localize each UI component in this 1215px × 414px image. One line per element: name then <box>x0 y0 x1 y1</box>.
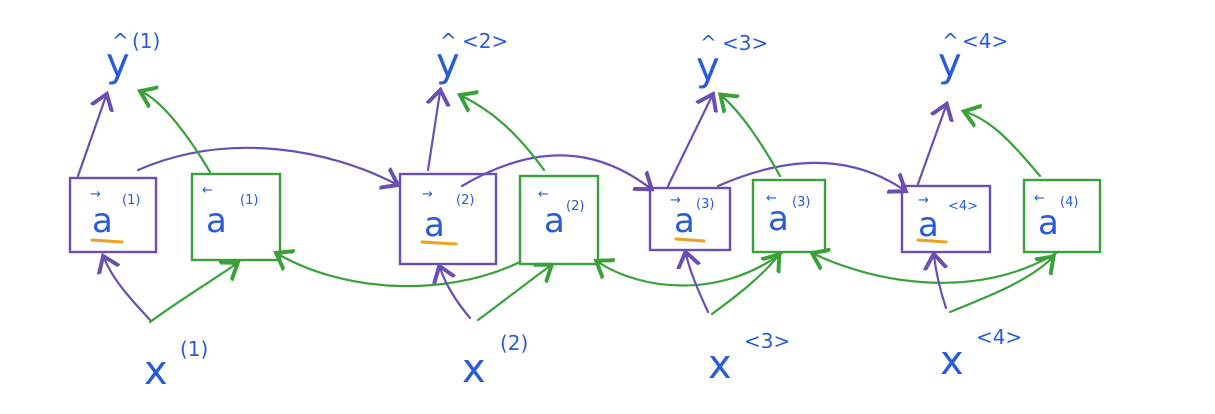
forward-link-1-2 <box>136 146 396 184</box>
input-to-backward-2 <box>476 266 550 322</box>
output-label-3: ^ y <3> <box>696 31 768 90</box>
forward-cell-3-label: → a (3) <box>670 193 714 241</box>
input-letter: x <box>940 338 964 384</box>
backward-to-output-4 <box>966 112 1042 178</box>
forward-to-output-4 <box>916 106 946 186</box>
forward-cell-1-label: → a (1) <box>90 187 140 241</box>
backward-letter: a <box>1038 203 1059 243</box>
forward-letter: a <box>424 205 445 245</box>
input-index: <4> <box>976 325 1022 349</box>
backward-index: (2) <box>566 199 584 214</box>
backward-cell-4-label: ← a (4) <box>1034 191 1078 243</box>
forward-index: (1) <box>122 193 140 208</box>
highlight-underline-2 <box>420 240 458 246</box>
input-index: <3> <box>744 329 790 353</box>
highlight-underline-3 <box>674 237 706 243</box>
output-letter: y <box>938 40 962 86</box>
output-index: <2> <box>462 29 508 53</box>
output-hat: ^ <box>700 31 717 55</box>
forward-to-output-1 <box>76 96 106 178</box>
input-to-forward-4 <box>934 256 946 310</box>
backward-cell-3-box <box>751 178 827 254</box>
forward-link-3-4 <box>716 161 904 190</box>
backward-index: (4) <box>1060 195 1078 210</box>
output-index: <3> <box>722 31 768 55</box>
output-letter: y <box>696 44 720 90</box>
backward-letter: a <box>768 199 789 239</box>
backward-cell-1-label: ← a (1) <box>202 183 258 241</box>
output-label-4: ^ y <4> <box>938 29 1008 86</box>
input-index: (1) <box>180 337 208 361</box>
input-label-4: x <4> <box>940 325 1022 384</box>
forward-arrow: → <box>422 187 433 202</box>
forward-link-2-3 <box>460 154 650 188</box>
output-hat: ^ <box>942 29 959 53</box>
input-label-2: x (2) <box>462 331 528 392</box>
output-index: <4> <box>962 29 1008 53</box>
input-to-backward-4 <box>948 258 1052 314</box>
backward-link-4-3 <box>814 252 1060 284</box>
backward-index: (1) <box>240 193 258 208</box>
forward-letter: a <box>674 201 695 241</box>
output-letter: y <box>106 40 130 86</box>
backward-cell-3-label: ← a (3) <box>766 191 810 239</box>
backward-cell-2-label: ← a (2) <box>538 187 584 241</box>
backward-arrow: ← <box>1034 191 1045 206</box>
input-label-3: x <3> <box>708 329 790 388</box>
input-to-forward-3 <box>686 254 710 314</box>
forward-cell-2-label: → a (2) <box>422 187 474 245</box>
input-letter: x <box>462 346 486 392</box>
forward-arrow: → <box>670 193 681 208</box>
forward-arrow: → <box>90 187 101 202</box>
forward-to-output-3 <box>666 96 712 188</box>
backward-to-output-2 <box>462 96 546 172</box>
highlight-underline-4 <box>916 238 948 244</box>
forward-to-output-2 <box>428 92 440 172</box>
forward-cell-4-label: → a <4> <box>918 193 978 245</box>
input-to-forward-2 <box>440 268 472 320</box>
highlight-underline-1 <box>90 238 124 244</box>
forward-index: (3) <box>696 197 714 212</box>
input-to-backward-1 <box>148 264 236 324</box>
output-label-1: ^ y (1) <box>106 29 160 86</box>
forward-cell-1-box <box>68 176 158 254</box>
backward-link-3-2 <box>598 250 785 287</box>
forward-letter: a <box>918 205 939 245</box>
backward-arrow: ← <box>202 183 213 198</box>
input-to-backward-3 <box>710 256 778 316</box>
backward-index: (3) <box>792 195 810 210</box>
backward-arrow: ← <box>766 191 777 206</box>
forward-letter: a <box>92 201 113 241</box>
input-letter: x <box>708 342 732 388</box>
input-to-forward-1 <box>104 258 152 322</box>
backward-link-2-1 <box>278 254 522 288</box>
backward-cell-4-box <box>1022 178 1102 254</box>
backward-to-output-1 <box>142 92 212 174</box>
backward-to-output-3 <box>722 96 782 178</box>
output-label-2: ^ y <2> <box>436 29 508 86</box>
backward-letter: a <box>544 201 565 241</box>
input-label-1: x (1) <box>144 337 208 394</box>
forward-index: (2) <box>456 193 474 208</box>
input-letter: x <box>144 348 168 394</box>
backward-letter: a <box>206 201 227 241</box>
forward-cell-2-box <box>398 172 498 266</box>
output-hat: ^ <box>112 29 129 53</box>
output-letter: y <box>436 40 460 86</box>
backward-arrow: ← <box>538 187 549 202</box>
forward-index: <4> <box>948 199 978 214</box>
output-hat: ^ <box>440 29 457 53</box>
input-index: (2) <box>500 331 528 355</box>
output-index: (1) <box>132 29 160 53</box>
backward-cell-2-box <box>518 174 600 266</box>
forward-arrow: → <box>918 193 929 208</box>
backward-cell-1-box <box>190 172 282 262</box>
